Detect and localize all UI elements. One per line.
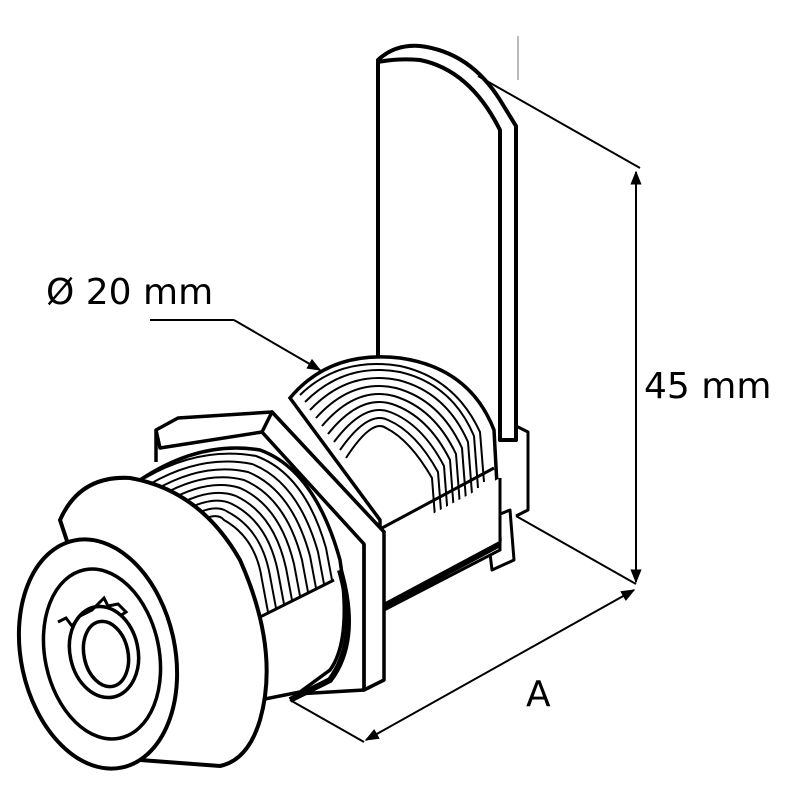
key-cylinder [41, 567, 163, 741]
dimension-diameter-leader [150, 319, 322, 371]
dimension-height [477, 36, 642, 585]
length-label: A [526, 674, 551, 715]
rear-thread [287, 355, 502, 613]
diameter-label: Ø 20 mm [46, 272, 214, 313]
height-label: 45 mm [644, 366, 772, 407]
hex-nut [154, 410, 386, 696]
keyway-notches-icon [57, 595, 129, 629]
dimension-length [289, 589, 636, 743]
